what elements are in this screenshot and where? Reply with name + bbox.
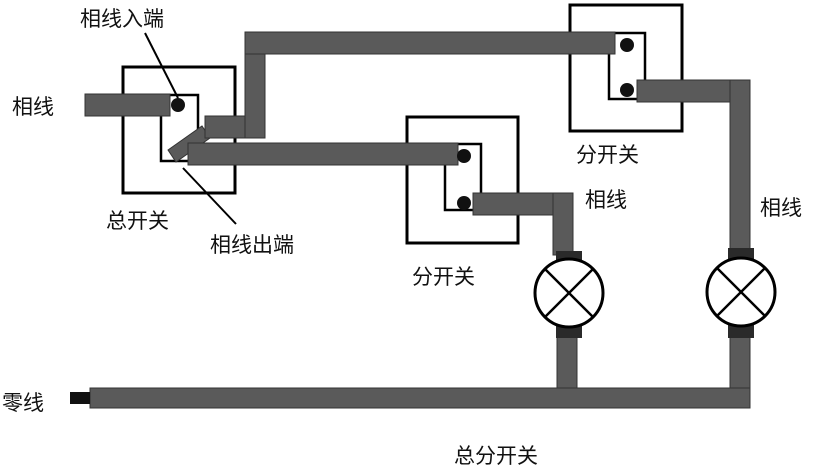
neutral-plug-tip — [70, 392, 90, 404]
neutral-bus-wire — [89, 387, 751, 409]
branch-switch-right — [568, 3, 684, 133]
label-phase-out-terminal: 相线出端 — [210, 233, 294, 257]
label-neutral: 零线 — [2, 391, 44, 415]
screw-terminal-icon — [457, 196, 471, 210]
leader-lines — [144, 32, 237, 225]
branch-switch-middle — [405, 115, 520, 245]
leader-phase-out — [182, 167, 237, 225]
right-lamp-bottom-collar — [728, 324, 754, 338]
label-phase-middle: 相线 — [585, 188, 627, 212]
screw-terminal-icon — [457, 149, 471, 163]
branch-switch-right-outer-box — [568, 3, 684, 133]
branch-switch-middle-inner-box — [443, 142, 483, 212]
branch-switch-middle-outer-box — [405, 115, 520, 245]
main-switch-inner-box — [159, 93, 200, 163]
label-phase-in-terminal: 相线入端 — [80, 7, 164, 31]
label-phase-right: 相线 — [760, 196, 802, 220]
wire-main-to-middle — [187, 142, 459, 166]
wire-right-to-lamp — [729, 79, 751, 253]
lamp-middle-cross-b — [544, 268, 594, 318]
terminals — [171, 38, 634, 210]
label-branch-switch-middle: 分开关 — [412, 265, 475, 289]
wires — [84, 31, 751, 409]
wire-main-to-right-top — [244, 31, 616, 55]
label-branch-switch-right: 分开关 — [576, 143, 639, 167]
label-phase-left: 相线 — [12, 95, 54, 119]
screw-terminal-icon — [171, 98, 185, 112]
wire-middle-to-lamp — [552, 192, 574, 256]
branch-switch-right-inner-box — [607, 31, 647, 101]
label-main-switch: 总开关 — [106, 209, 169, 233]
lamp-right-cross-b — [716, 267, 766, 317]
screw-terminal-icon — [620, 38, 634, 52]
screw-terminal-icon — [620, 83, 634, 97]
phase-input-wire — [84, 93, 171, 117]
lamp-middle — [533, 257, 605, 329]
wire-middle-lamp-neutral — [556, 332, 578, 394]
lamp-right — [705, 256, 777, 328]
leader-phase-in — [144, 32, 179, 99]
caption: 总分开关 — [454, 444, 538, 468]
